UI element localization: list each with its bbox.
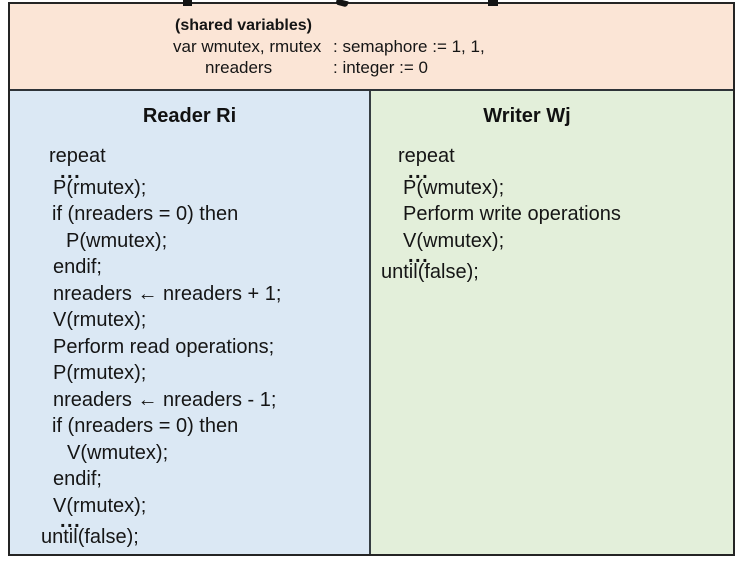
code-line: P(rmutex);	[53, 176, 147, 199]
code-line: V(rmutex);	[53, 494, 147, 517]
clipped-glyph-descender	[488, 0, 498, 6]
code-line: endif;	[53, 468, 102, 490]
writer-panel: Writer Wj repeat ... P(wmutex); Perform …	[371, 91, 733, 554]
code-line: nreaders ← nreaders - 1;	[53, 388, 277, 411]
process-columns: Reader Ri repeat ... P(rmutex); if (nrea…	[10, 91, 733, 554]
writer-title: Writer Wj	[483, 105, 571, 127]
code-line: if (nreaders = 0) then	[52, 415, 239, 437]
code-line: V(wmutex);	[67, 441, 169, 464]
code-line: Perform read operations;	[53, 335, 275, 358]
code-line: until(false);	[381, 261, 479, 283]
ellipsis-line: ...	[371, 162, 733, 182]
shared-variables-block: (shared variables) var wmutex, rmutex : …	[173, 4, 733, 78]
code-line: until(false);	[41, 526, 139, 548]
declaration-names: var wmutex, rmutex	[173, 37, 322, 56]
declaration-type: : integer := 0	[333, 58, 428, 77]
readers-writers-solution-box: (shared variables) var wmutex, rmutex : …	[8, 2, 735, 556]
ellipsis-line: ...	[10, 511, 369, 531]
shared-variables-panel: (shared variables) var wmutex, rmutex : …	[10, 4, 733, 91]
reader-pseudocode: repeat ... P(rmutex); if (nreaders = 0) …	[10, 143, 369, 551]
code-line: P(wmutex);	[403, 176, 505, 199]
declaration-names: nreaders	[205, 58, 273, 77]
reader-title: Reader Ri	[142, 105, 237, 127]
ellipsis: ...	[408, 245, 430, 267]
code-line: V(wmutex);	[403, 229, 505, 252]
code-line: if (nreaders = 0) then	[52, 203, 239, 225]
code-line: Perform write operations	[403, 203, 621, 225]
ellipsis: ...	[60, 160, 82, 183]
ellipsis-line: ...	[371, 246, 733, 266]
ellipsis: ...	[60, 510, 82, 532]
code-line: nreaders ← nreaders + 1;	[53, 282, 282, 305]
shared-variables-title: (shared variables)	[175, 17, 312, 34]
ellipsis: ...	[408, 160, 430, 183]
reader-panel: Reader Ri repeat ... P(rmutex); if (nrea…	[10, 91, 371, 554]
code-line: V(rmutex);	[53, 309, 147, 331]
declaration-type: : semaphore := 1, 1,	[333, 37, 485, 56]
ellipsis-line: ...	[10, 162, 369, 182]
writer-pseudocode: repeat ... P(wmutex); Perform write oper…	[371, 143, 733, 286]
code-line: endif;	[53, 256, 102, 278]
code-line: repeat	[49, 145, 106, 167]
code-line: P(wmutex);	[66, 229, 168, 252]
clipped-glyph-descender	[183, 0, 192, 6]
code-line: repeat	[398, 145, 455, 167]
code-line: P(rmutex);	[53, 362, 147, 384]
